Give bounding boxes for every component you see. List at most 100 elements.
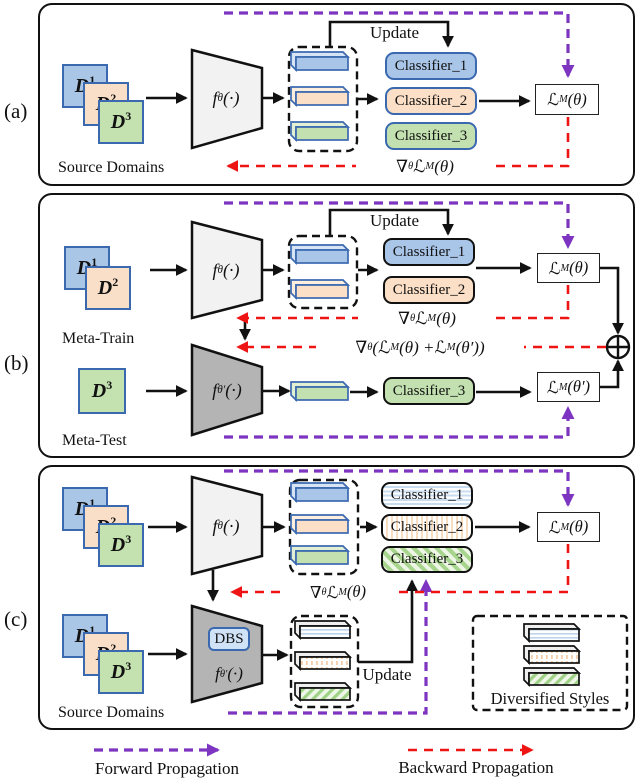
legend-style-bar-green (523, 667, 582, 688)
grad-args: (θ) (346, 582, 367, 601)
script-L: ℒ (548, 258, 561, 278)
domain-symbol: D (110, 533, 126, 556)
panel-a-label: (a) (4, 99, 28, 123)
source-domains-caption-a: Source Domains (58, 159, 165, 176)
loss-args: (θ) (569, 258, 589, 277)
f-args: (·) (223, 87, 240, 108)
update-label-a: Update (369, 23, 420, 42)
f-subscript: θ′ (219, 668, 228, 680)
domain-symbol: D (97, 276, 113, 299)
f-symbol: f (212, 379, 218, 400)
domain-sup: 1 (89, 495, 96, 510)
grad-end: (θ′)) (455, 337, 485, 357)
source-domains-caption-c: Source Domains (58, 704, 165, 721)
f-args: (·) (223, 259, 240, 280)
encoder-trapezoid-a (190, 48, 264, 150)
backward-line-a (226, 117, 570, 172)
encoder-trapezoid-b-prime (190, 343, 264, 437)
feature-bar-peach-b (290, 279, 351, 301)
loss-sub: M (338, 586, 347, 598)
classifier-2-b: Classifier_2 (383, 276, 475, 304)
domain-sup: 1 (91, 254, 98, 269)
nabla-sub: θ (321, 586, 327, 598)
update-arrow-a (328, 20, 454, 48)
domain-sup: 3 (125, 658, 132, 673)
domain-sup: 2 (110, 90, 117, 105)
loss-sub: M (446, 342, 456, 353)
panel-c-label: (c) (4, 607, 28, 631)
panel-c-frame (38, 465, 635, 730)
feature-bar-green-a (290, 121, 351, 143)
feature-bar-blue-b (290, 244, 351, 266)
script-L: ℒ (547, 90, 560, 109)
nabla: ∇ (355, 337, 368, 358)
update-arrow-b (328, 208, 454, 236)
grad-args: (θ) (434, 156, 454, 176)
paren: ( (372, 337, 379, 357)
script-L: ℒ (413, 156, 426, 177)
update-label-c: Update (362, 665, 412, 684)
domain-sup: 2 (110, 513, 117, 528)
f-symbol: f (215, 664, 220, 683)
diversified-styles-label: Diversified Styles (490, 689, 610, 708)
domain-symbol: D (110, 660, 126, 683)
classifier-1-b: Classifier_1 (383, 238, 475, 266)
f-symbol: f (212, 87, 218, 108)
loss-sub: M (427, 313, 437, 324)
forward-line-c-bottom (228, 579, 433, 715)
loss-sub: M (560, 521, 570, 533)
feature-box-c-top (288, 478, 360, 576)
nabla-sub: θ (367, 342, 373, 353)
domain-sup: 3 (125, 108, 132, 123)
panel-a-frame (38, 3, 635, 186)
feature-bar-green-b (290, 381, 351, 403)
feature-box-a (287, 45, 359, 153)
f-subscript: θ′ (217, 384, 226, 396)
f-args: (·) (225, 379, 242, 400)
panel-b-label: (b) (4, 351, 29, 375)
classifier-3-b: Classifier_3 (383, 377, 475, 405)
domain-symbol: D (110, 110, 126, 133)
meta-test-caption: Meta-Test (62, 432, 127, 449)
panel-a-graphics (146, 11, 575, 172)
script-L: ℒ (415, 308, 428, 329)
f-subscript: θ (217, 264, 223, 276)
domain-sup: 1 (89, 622, 96, 637)
arrow-lossprime-to-plus-b (600, 359, 624, 389)
script-L: ℒ (326, 582, 339, 602)
domain-symbol: D (91, 379, 107, 402)
styled-bar-peach-c (294, 651, 353, 672)
nabla-sub: θ (407, 161, 414, 172)
encoder-trapezoid-c (190, 475, 264, 576)
feature-bar-green-c (290, 545, 351, 567)
script-L: ℒ (548, 517, 561, 537)
f-symbol: f (212, 259, 218, 280)
nabla: ∇ (309, 582, 322, 602)
diversified-styles-box (471, 614, 629, 712)
forward-line-b-bottom (224, 406, 575, 439)
meta-train-caption: Meta-Train (62, 330, 135, 347)
nabla-sub: θ (409, 313, 416, 324)
loss-sub: M (558, 381, 568, 393)
update-arrow-c (358, 579, 418, 664)
classifier-1-c: Classifier_1 (381, 482, 473, 509)
f-args: (·) (227, 664, 243, 683)
update-label-b: Update (369, 211, 420, 230)
encoder-trapezoid-c-prime (190, 604, 264, 704)
backward-propagation-label: Backward Propagation (398, 758, 554, 777)
domain-sup: 3 (106, 377, 113, 392)
